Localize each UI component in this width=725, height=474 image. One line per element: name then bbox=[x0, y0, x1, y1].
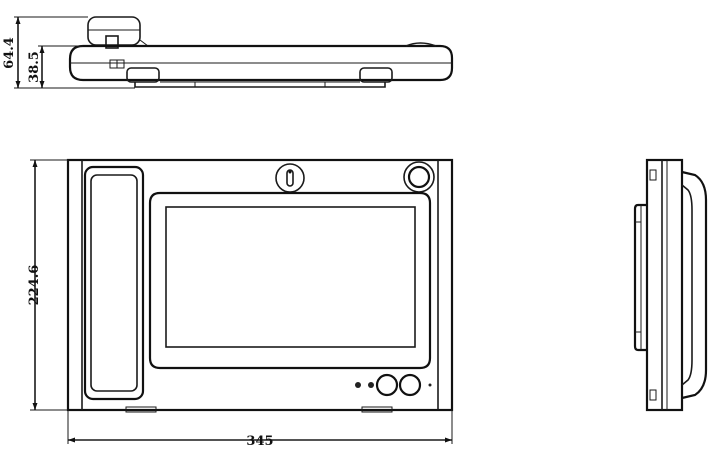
speaker-icon bbox=[403, 161, 435, 193]
screen-bezel bbox=[148, 191, 432, 370]
dim-front-height bbox=[30, 159, 68, 411]
label-total-height: 64.4 bbox=[2, 37, 17, 69]
front-buttons bbox=[355, 373, 432, 397]
front-handset bbox=[83, 165, 145, 401]
front-view: 224.6 345 bbox=[27, 158, 454, 449]
dim-total-height bbox=[14, 16, 135, 89]
label-front-height: 224.6 bbox=[27, 265, 42, 306]
display-screen bbox=[165, 206, 416, 348]
label-body-height: 38.5 bbox=[27, 51, 42, 83]
top-body-outline bbox=[68, 44, 454, 82]
camera-icon bbox=[275, 163, 305, 193]
dim-front-width bbox=[67, 410, 453, 444]
top-view: 64.4 38.5 bbox=[2, 16, 454, 89]
top-feet bbox=[126, 67, 393, 88]
top-handset bbox=[87, 16, 149, 49]
dim-body-height bbox=[38, 45, 83, 89]
front-body-outline bbox=[66, 158, 454, 412]
side-view bbox=[633, 158, 708, 412]
label-front-width: 345 bbox=[246, 434, 273, 449]
